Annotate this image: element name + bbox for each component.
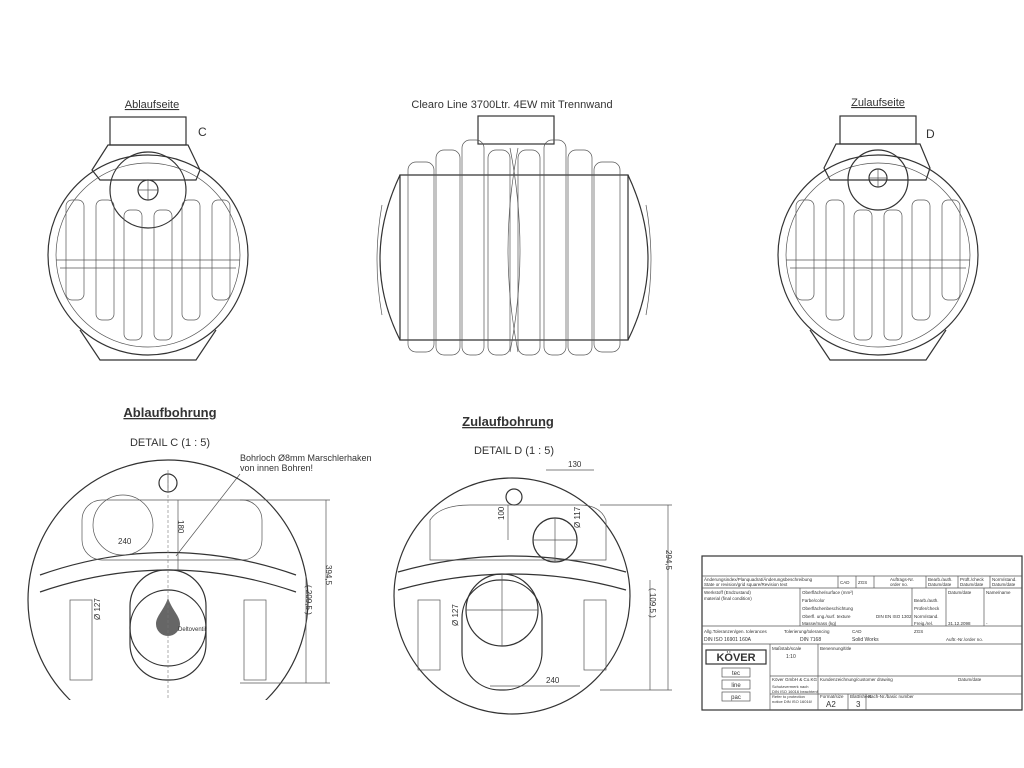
company-logo: KÖVER tec line pac — [705, 649, 767, 702]
tb-texture: Oberfl. ung./surf. texture — [802, 614, 851, 619]
tb-material-2: material (final condition) — [704, 596, 752, 601]
tb-basic-label: Sach-Nr./basic number — [868, 694, 914, 699]
view-ablaufseite: Ablaufseite C — [47, 99, 249, 361]
tb-cad-label: CAD — [852, 629, 862, 634]
label-center-title: Clearo Line 3700Ltr. 4EW mit Trennwand — [411, 99, 612, 111]
dim-d-294: 294,5 — [664, 550, 673, 571]
title-block: Änderungsindex/Planquadrat/Änderungsbesc… — [701, 555, 1023, 711]
tb-surface: Oberfläche/surface (mm²) — [802, 590, 854, 595]
tb-customer: Kundenzeichnung/customer drawing — [820, 677, 893, 682]
dim-d-109: ( 109,5 ) — [648, 588, 657, 618]
dim-c-127: Ø 127 — [93, 598, 102, 620]
detail-d: Zulaufbohrung DETAIL D (1 : 5) 130 100 Ø… — [393, 414, 673, 715]
tb-protect-3: Refer to protection — [772, 694, 805, 699]
tb-tol-val: DIN ISO 16901 160A — [704, 637, 752, 643]
view-side-tank: Clearo Line 3700Ltr. 4EW mit Trennwand — [376, 99, 652, 356]
label-zulaufseite: Zulaufseite — [851, 97, 905, 109]
tb-title-label: Benennung/title — [820, 646, 852, 651]
tb-date-label: Datum/date — [958, 677, 982, 682]
logo-tec: tec — [732, 671, 740, 677]
tb-scale-label: Maßstab/scale — [772, 646, 802, 651]
label-ablaufseite: Ablaufseite — [125, 99, 179, 111]
tb-format-label: Format/size — [820, 694, 844, 699]
dim-d-127: Ø 127 — [451, 604, 460, 626]
tb-protect-4: notice DIN ISO 16016! — [772, 699, 812, 704]
tb-bearb: Bearb./auth. — [914, 598, 939, 603]
tb-tol-val-2: DIN 7168 — [800, 637, 821, 643]
tb-pruef: Prüfer/check — [914, 606, 940, 611]
tb-mass: Masse/mass (kg) — [802, 621, 837, 626]
tb-company-name: Köver GmbH & Co.KG — [772, 677, 818, 682]
tb-cad-val: Solid Works — [852, 637, 879, 643]
tb-protect-1: Schutzvermerk nach — [772, 684, 808, 689]
tb-checked: Prüft./check — [960, 577, 985, 582]
tb-tolerance-2: Tolerierung/tolerancing — [784, 629, 830, 634]
dim-c-209: ( 209,5 ) — [304, 585, 313, 615]
heading-ablaufbohrung: Ablaufbohrung — [123, 405, 216, 420]
tb-norm: Norm/stand. — [992, 577, 1017, 582]
tb-sheet-label: Blatt/sheet — [850, 694, 872, 699]
tb-order-2: order no. — [890, 582, 908, 587]
tb-freig: Freig./rel. — [914, 621, 933, 626]
tb-tolerance: Allg.Toleranzen/gen. tolerances — [704, 629, 768, 634]
note-bohrloch-2: von innen Bohren! — [240, 463, 313, 473]
tb-norm-2: Datum/date — [992, 582, 1016, 587]
heading-zulaufbohrung: Zulaufbohrung — [462, 414, 554, 429]
view-zulaufseite: Zulaufseite D — [777, 97, 979, 361]
tb-auftr: Auftr.-Nr./order no. — [946, 637, 983, 642]
tb-dash: - — [986, 621, 988, 626]
tb-sheet-val: 3 — [856, 700, 861, 709]
tb-din-iso: DIN EN ISO 1302 — [876, 614, 912, 619]
tb-color: Farbe/color — [802, 598, 825, 603]
tb-changes: Änderungsindex/Planquadrat/Änderungsbesc… — [704, 576, 813, 582]
logo-line: line — [731, 683, 741, 689]
detail-c: Ablaufbohrung DETAIL C (1 : 5) Bohrloch … — [20, 405, 372, 760]
tb-checked-2: Datum/date — [960, 582, 984, 587]
title-detail-c: DETAIL C (1 : 5) — [130, 437, 210, 449]
tb-edited: Bearb./auth. — [928, 577, 953, 582]
dim-c-394: 394,5 — [324, 565, 333, 586]
tb-coating: Oberflächenbeschichtung — [802, 606, 854, 611]
tb-zgs-short: ZGS — [914, 629, 923, 634]
dim-c-180: 180 — [176, 520, 185, 534]
marker-c: C — [198, 125, 207, 139]
tb-material: Werkstoff (Endzustand) — [704, 590, 751, 595]
dim-c-240: 240 — [118, 537, 132, 546]
logo-pac: pac — [731, 695, 741, 701]
tb-format-val: A2 — [826, 700, 836, 709]
tb-date: Datum/date — [948, 590, 972, 595]
tb-norm-short: Norm/stand. — [914, 614, 939, 619]
dim-d-100: 100 — [497, 506, 506, 520]
tb-order: Auftrags-Nr. — [890, 577, 914, 582]
tb-protect-2: DIN ISO 16016 beachten! — [772, 689, 818, 694]
tb-edited-2: Datum/date — [928, 582, 952, 587]
tb-scale-val: 1:10 — [786, 654, 796, 660]
tb-name: Name/name — [986, 590, 1011, 595]
tb-date-val: 31.12.2098 — [948, 621, 971, 626]
note-bohrloch-1: Bohrloch Ø8mm Marschlerhaken — [240, 453, 372, 463]
tb-changes-2: State or revision/grid square/Revision t… — [704, 582, 788, 587]
dim-d-117: Ø 117 — [573, 506, 582, 528]
dim-d-130: 130 — [568, 460, 582, 469]
logo-koever: KÖVER — [716, 651, 755, 664]
marker-d: D — [926, 127, 935, 141]
tb-zgs: ZGS — [858, 580, 867, 585]
title-detail-d: DETAIL D (1 : 5) — [474, 445, 554, 457]
drop-label: Deltoventil — [178, 627, 206, 633]
dim-d-240: 240 — [546, 676, 560, 685]
tb-cad: CAD — [840, 580, 850, 585]
